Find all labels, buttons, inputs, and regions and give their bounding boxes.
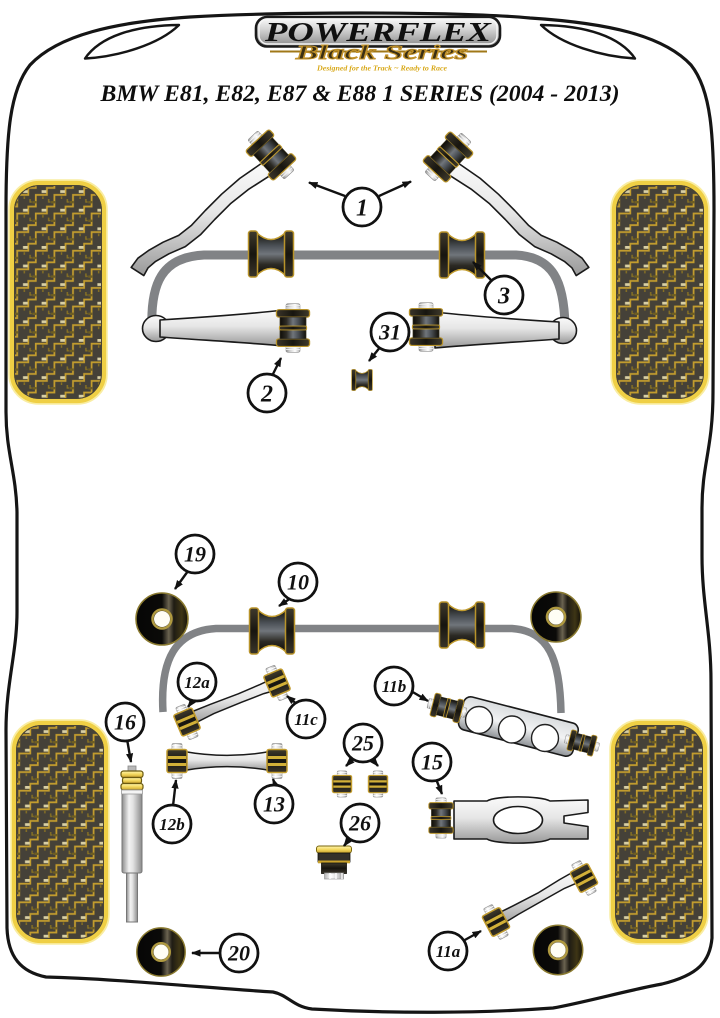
svg-text:20: 20 bbox=[227, 941, 250, 966]
svg-text:12a: 12a bbox=[184, 673, 210, 692]
svg-text:11b: 11b bbox=[382, 677, 407, 696]
svg-text:13: 13 bbox=[263, 792, 285, 817]
svg-text:BMW E81, E82, E87 & E88 1 SERI: BMW E81, E82, E87 & E88 1 SERIES (2004 -… bbox=[99, 81, 619, 107]
svg-text:Designed for the Track ~ Ready: Designed for the Track ~ Ready to Race bbox=[316, 64, 448, 73]
svg-text:Black Series: Black Series bbox=[294, 42, 468, 64]
svg-text:15: 15 bbox=[421, 750, 443, 775]
svg-text:12b: 12b bbox=[159, 815, 185, 834]
svg-text:25: 25 bbox=[351, 731, 374, 756]
svg-text:10: 10 bbox=[287, 570, 309, 595]
svg-text:1: 1 bbox=[356, 196, 368, 222]
svg-text:3: 3 bbox=[497, 284, 510, 310]
svg-text:19: 19 bbox=[184, 542, 206, 567]
svg-text:26: 26 bbox=[348, 811, 371, 836]
svg-text:2: 2 bbox=[260, 382, 273, 408]
svg-text:31: 31 bbox=[378, 320, 401, 345]
svg-text:11c: 11c bbox=[294, 710, 318, 729]
svg-text:16: 16 bbox=[114, 710, 136, 735]
svg-text:11a: 11a bbox=[436, 942, 461, 961]
svg-text:POWERFLEX: POWERFLEX bbox=[264, 17, 493, 47]
